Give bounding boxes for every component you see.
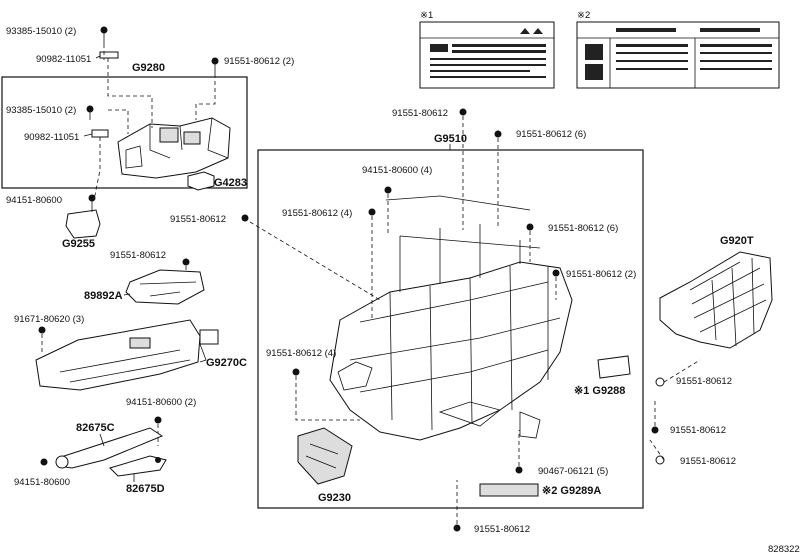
label-g9288: ※1 G9288 — [574, 385, 625, 397]
label-91551-89892a: 91551-80612 — [110, 250, 166, 261]
label-g920t: G920T — [720, 235, 754, 247]
label-91551-bottom: 91551-80612 — [474, 524, 530, 535]
part-g4283 — [187, 171, 215, 191]
label-94151-82675: 94151-80600 (2) — [126, 397, 196, 408]
label-94151-g9255: 94151-80600 — [6, 195, 62, 206]
bolt-g920t-c — [655, 455, 665, 465]
bolt-91551-bottom — [453, 524, 461, 532]
label-94151-inner: 94151-80600 (4) — [362, 165, 432, 176]
part-g9288 — [597, 355, 631, 379]
label-90982-box: 90982-11051 — [24, 132, 79, 143]
part-89892a — [125, 258, 205, 305]
bolt-93385-top — [100, 26, 108, 44]
bolt-91551-left — [241, 214, 249, 222]
bolt-91551-inner-a — [368, 208, 376, 216]
label-91551-inner-b: 91551-80612 (4) — [266, 348, 336, 359]
label-89892a: 89892A — [84, 290, 123, 302]
bolt-g9510-top-b — [494, 130, 502, 138]
part-g9230 — [297, 427, 353, 485]
label-note-2: ※2 — [577, 10, 590, 21]
label-g4283: G4283 — [214, 177, 247, 189]
label-90982-top: 90982-11051 — [36, 54, 91, 65]
label-91551-g9510-b: 91551-80612 (6) — [516, 129, 586, 140]
nut-90467 — [515, 466, 523, 474]
label-93385-top: 93385-15010 (2) — [6, 26, 76, 37]
label-91551-g9510-a: 91551-80612 — [392, 108, 448, 119]
label-91551-top: 91551-80612 (2) — [224, 56, 294, 67]
g9280-group-box — [1, 76, 248, 189]
part-82675d — [109, 455, 167, 477]
label-g9230: G9230 — [318, 492, 351, 504]
part-g9255 — [65, 194, 101, 239]
bolt-93385-box — [86, 105, 94, 120]
label-g9289a: ※2 G9289A — [542, 485, 601, 497]
label-90467: 90467-06121 (5) — [538, 466, 608, 477]
label-note-1: ※1 — [420, 10, 433, 21]
part-g9270c — [35, 319, 219, 391]
label-82675c: 82675C — [76, 422, 115, 434]
label-91551-right-a: 91551-80612 (6) — [548, 223, 618, 234]
label-91551-right-b: 91551-80612 (2) — [566, 269, 636, 280]
diagram-code: 828322 — [768, 544, 800, 555]
clip-90982-top — [99, 51, 119, 59]
bolt-94151-inner — [384, 186, 392, 194]
part-g920t — [659, 251, 773, 349]
bolt-g920t-a — [655, 377, 665, 387]
bolt-g920t-b — [651, 426, 659, 434]
label-g9280: G9280 — [132, 62, 165, 74]
bolt-91551-right-b — [552, 269, 560, 277]
label-91551-left: 91551-80612 — [170, 214, 226, 225]
label-91551-g920t-b: 91551-80612 — [670, 425, 726, 436]
caution-label-2 — [576, 21, 780, 89]
bolt-91551-right-a — [526, 223, 534, 231]
part-g9289a — [479, 483, 539, 497]
label-g9510: G9510 — [434, 133, 467, 145]
frame-g9510 — [329, 195, 573, 441]
g9510-group-box — [257, 149, 644, 509]
label-82675d: 82675D — [126, 483, 165, 495]
caution-label-1 — [419, 21, 555, 89]
bolt-91551-inner-b — [292, 368, 300, 376]
bolt-94151-bottom-left — [40, 458, 48, 466]
label-91671: 91671-80620 (3) — [14, 314, 84, 325]
label-94151-bottom-left: 94151-80600 — [14, 477, 70, 488]
bolt-91551-top — [211, 57, 219, 74]
label-91551-inner-a: 91551-80612 (4) — [282, 208, 352, 219]
label-91551-g920t-a: 91551-80612 — [676, 376, 732, 387]
label-91551-g920t-c: 91551-80612 — [680, 456, 736, 467]
part-82675c — [55, 416, 164, 469]
bolt-g9510-top-a — [459, 108, 467, 116]
clip-90982-box — [91, 129, 109, 138]
label-g9255: G9255 — [62, 238, 95, 250]
label-93385-box: 93385-15010 (2) — [6, 105, 76, 116]
label-g9270c: G9270C — [206, 357, 247, 369]
bracket-g9280 — [117, 117, 231, 179]
